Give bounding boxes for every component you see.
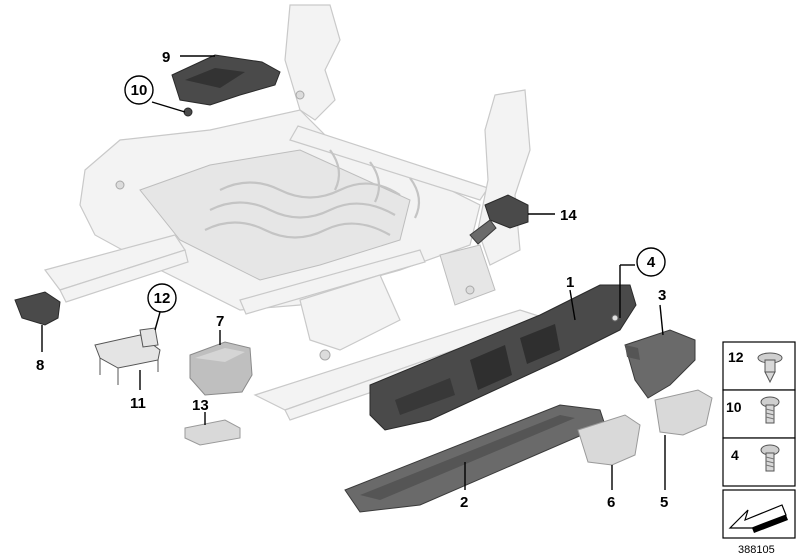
callout-2: 2 [460,494,468,511]
fastener-legend: 12 10 4 [722,341,796,539]
leader-lines [41,55,666,490]
legend-box-4 [722,437,796,487]
callout-12-circle [147,283,177,313]
legend-label-10: 10 [726,399,742,415]
callout-8: 8 [36,357,44,374]
reference-number: 388105 [738,544,775,556]
screw-10-icon [760,396,780,424]
callout-4-circle [636,247,666,277]
callout-7: 7 [216,313,224,330]
part-10-screw-on-frame [183,107,193,117]
part-7-trim-cover [189,341,253,396]
callout-12: 12 [154,290,171,307]
part-3-rear-trim [624,329,696,399]
direction-arrow-icon [728,504,788,533]
callout-13: 13 [192,397,209,414]
part-1-side-panel [369,284,637,431]
part-13-clip [184,419,241,446]
callout-11: 11 [130,395,146,412]
screw-4-icon [760,444,780,472]
callout-14: 14 [560,207,577,224]
part-8-end-cap [14,291,61,326]
callout-10-circle [124,75,154,105]
legend-label-12: 12 [728,349,744,365]
part-6-cap [577,414,641,466]
part-4-screw-on-panel [611,314,619,322]
callout-3: 3 [658,287,666,304]
part-14-lever [469,194,529,245]
screw-12-icon [757,352,783,384]
legend-box-10 [722,389,796,439]
callout-10: 10 [131,82,148,99]
callout-4: 4 [647,254,656,271]
callout-6: 6 [607,494,615,511]
part-5-cap [654,389,713,436]
callout-labels: 9 10 14 1 4 3 12 7 8 11 13 2 6 5 [36,49,668,511]
callout-9: 9 [162,49,170,66]
legend-label-4: 4 [731,447,739,463]
part-11-bracket [94,327,161,385]
part-9-hinge-cover [171,54,281,106]
callout-5: 5 [660,494,668,511]
callout-1: 1 [566,274,574,291]
